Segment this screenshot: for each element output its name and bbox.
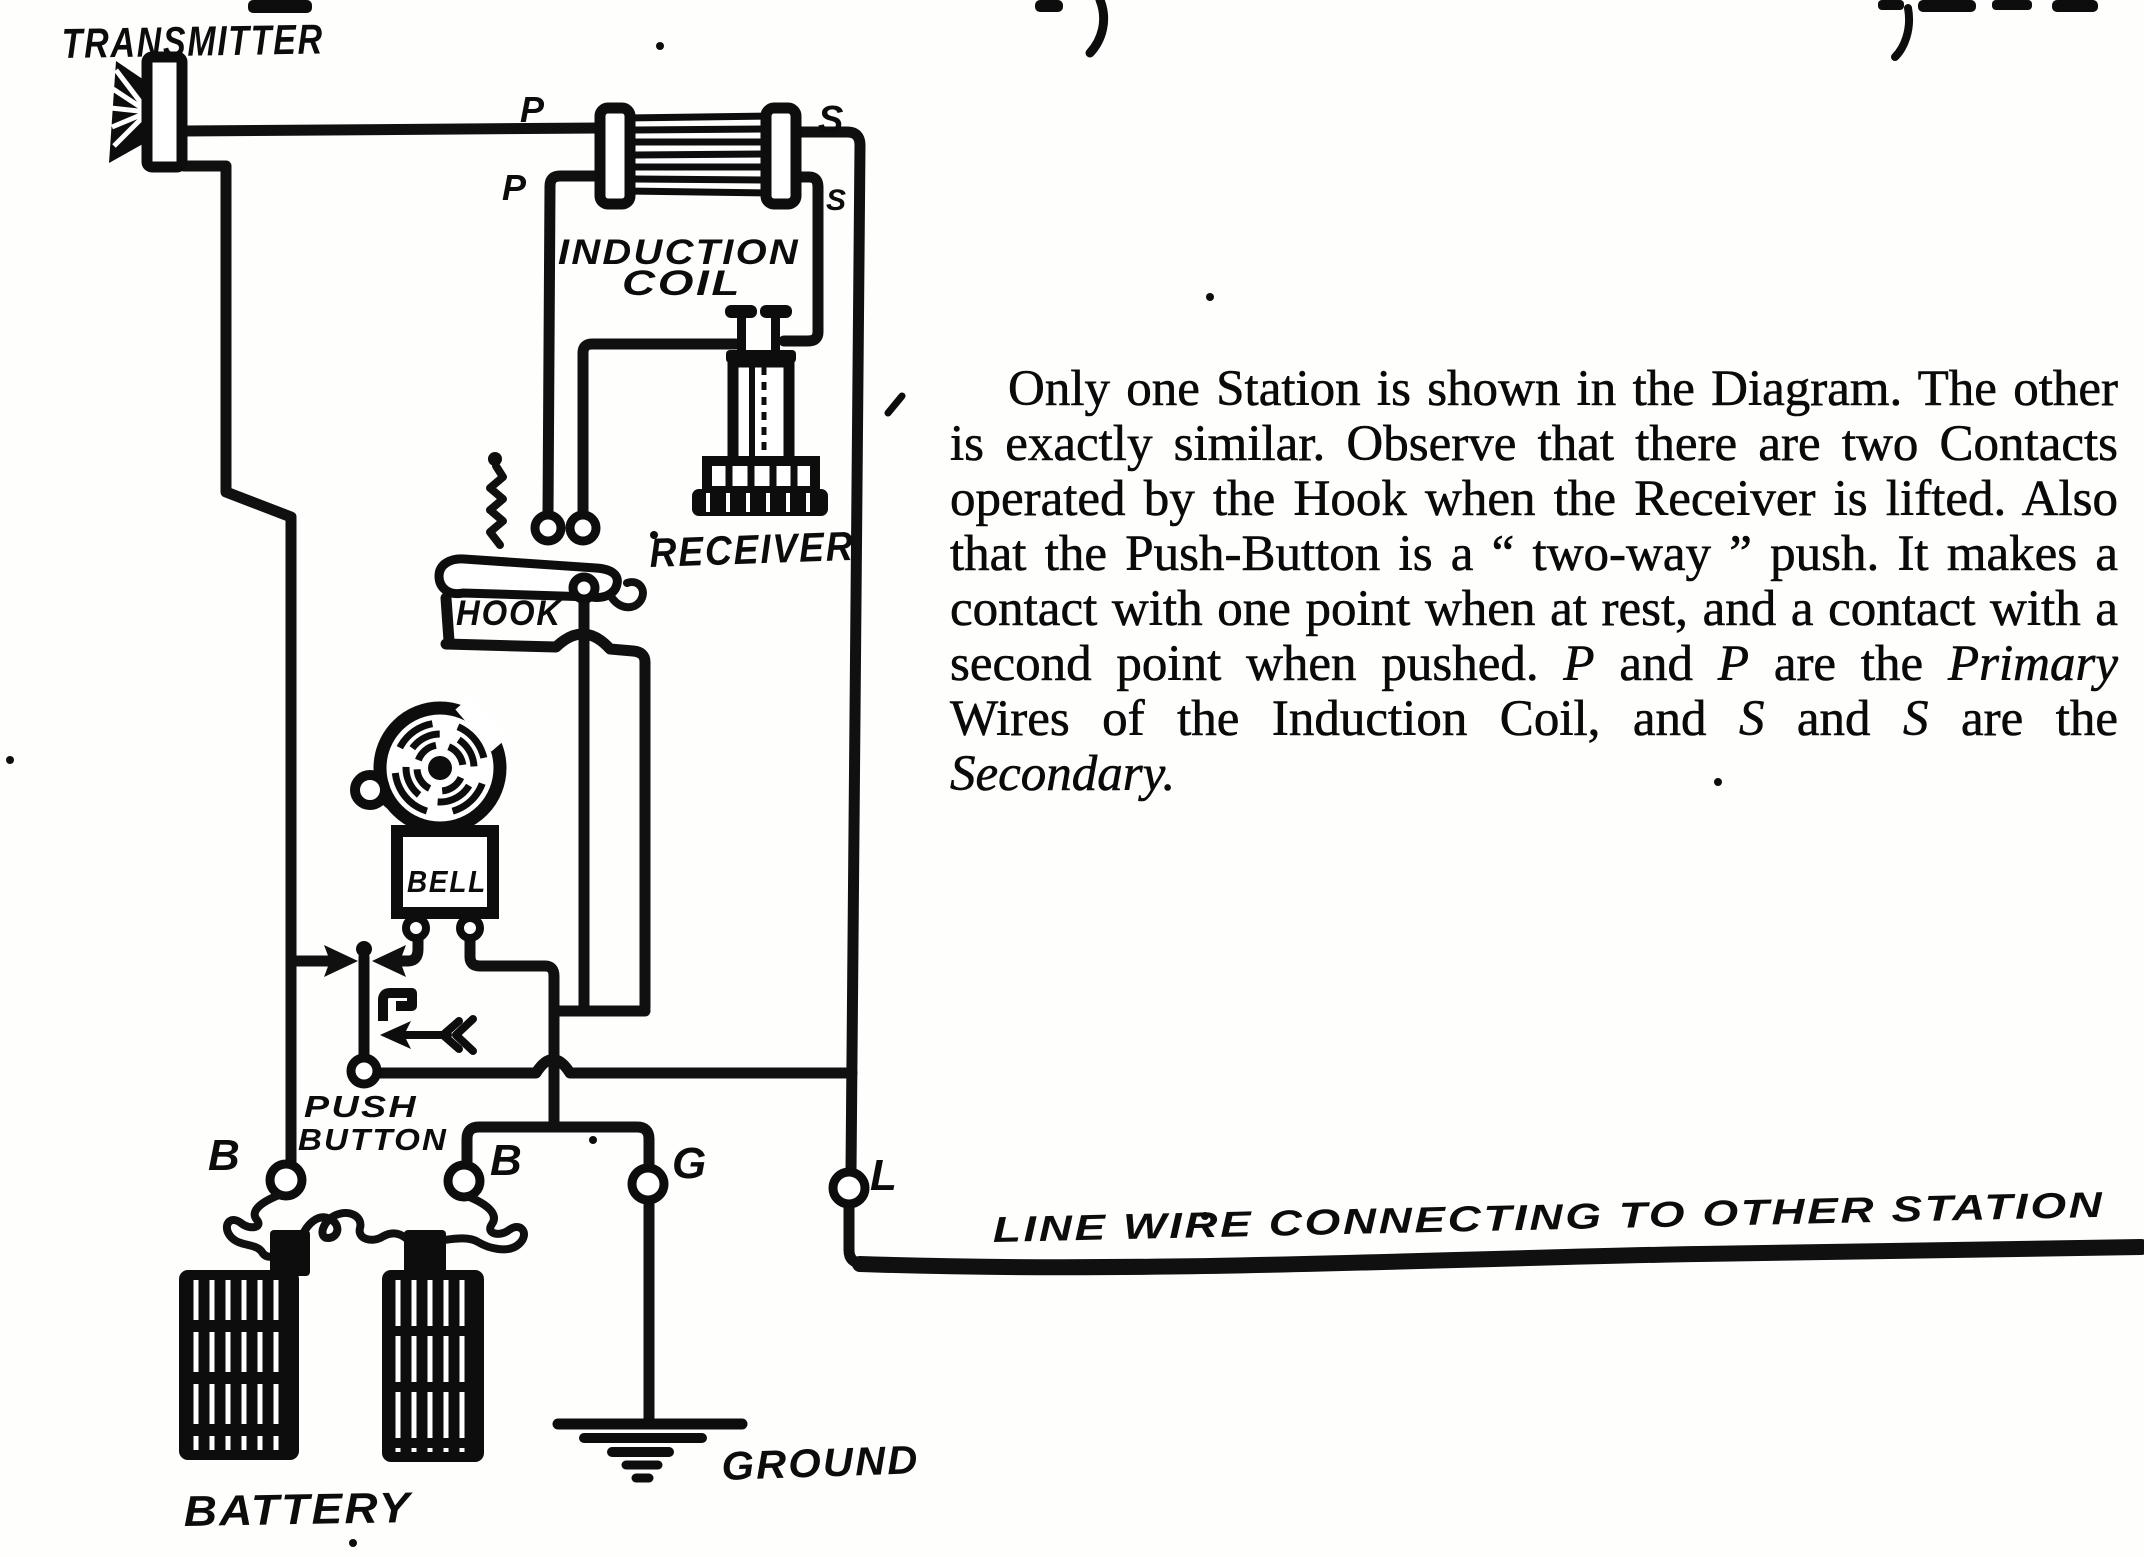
bell-terminal-left: [402, 914, 430, 942]
battery-wire-left: [223, 1191, 293, 1261]
wire-transmitter-to-battery: [178, 160, 297, 1168]
battery-icon: [179, 1191, 528, 1462]
push-button-label-line2: BUTTON: [298, 1122, 448, 1157]
line-wire-label: LINE WIRE CONNECTING TO OTHER STATION: [992, 1184, 2105, 1250]
wire-receiver-to-contact: [577, 338, 742, 520]
wire-l-to-line: [843, 1199, 868, 1269]
push-button-contact: [346, 1053, 382, 1089]
push-button-blade: [378, 988, 417, 1021]
bell-terminal-right: [456, 914, 484, 942]
ground-icon: [552, 1418, 748, 1483]
wire-push-to-line: [372, 1054, 858, 1079]
wire-hook-frame: [440, 592, 651, 1014]
transmitter-label: TRANSMITTER: [61, 15, 324, 67]
battery-label: BATTERY: [183, 1484, 413, 1536]
secondary-bottom-label: S: [826, 184, 848, 217]
terminal-l-label: L: [870, 1151, 899, 1200]
primary-top-label: P: [520, 89, 546, 130]
push-button-icon: [346, 941, 477, 1089]
hook-tip: [608, 578, 647, 612]
terminal-g-circle: [627, 1163, 669, 1205]
terminal-b-right-label: B: [490, 1136, 524, 1185]
bell-icon: [350, 696, 507, 942]
terminal-b-right-circle: [443, 1160, 485, 1202]
secondary-top-label: S: [818, 99, 845, 141]
push-direction-arrow: [380, 1021, 411, 1049]
arrowhead-right: [324, 945, 358, 977]
induction-coil-label-line2: COIL: [622, 264, 742, 303]
hook-contact-lower: [568, 572, 600, 604]
bell-label: BELL: [407, 864, 487, 899]
receiver-label: RECEIVER: [649, 523, 855, 576]
induction-coil-icon: [594, 102, 802, 210]
circuit-wires: [178, 122, 2144, 1424]
description-paragraph: Only one Station is shown in the Diagram…: [950, 361, 2119, 802]
transmitter-icon: [109, 51, 188, 173]
arrowhead-left: [372, 945, 406, 977]
terminal-b-left-label: B: [208, 1131, 242, 1180]
page-crop-fragments: [6, 0, 2098, 1547]
wire-bell-to-rail: [464, 932, 560, 1130]
wire-primary-to-contact: [542, 170, 606, 520]
push-button-label-line1: PUSH: [304, 1089, 418, 1124]
hook-label: HOOK: [456, 594, 563, 633]
hook-contact-upper-left: [530, 510, 566, 546]
primary-bottom-label: P: [502, 167, 528, 208]
terminal-b-left-circle: [265, 1159, 307, 1201]
wire-battery-ground-rail: [461, 1121, 655, 1171]
ground-label: GROUND: [721, 1438, 920, 1489]
terminal-l-circle: [828, 1167, 870, 1209]
terminals: [265, 1159, 870, 1209]
battery-wire-middle: [296, 1208, 411, 1245]
bell-clapper: [350, 770, 390, 810]
hook-icon: [434, 452, 647, 612]
hook-contact-upper-right: [565, 510, 601, 546]
wire-bell-left-contact: [396, 932, 424, 967]
wire-secondary-to-line: [790, 126, 866, 1177]
line-wire: [852, 1239, 2144, 1276]
terminal-g-label: G: [672, 1139, 708, 1188]
wire-secondary-lower: [778, 171, 824, 347]
wire-transmitter-to-coil: [178, 122, 606, 137]
induction-coil-label-line1: INDUCTION: [558, 233, 800, 272]
battery-wire-right: [440, 1192, 528, 1254]
hook-spring: [486, 462, 507, 549]
receiver-icon: [692, 305, 828, 516]
